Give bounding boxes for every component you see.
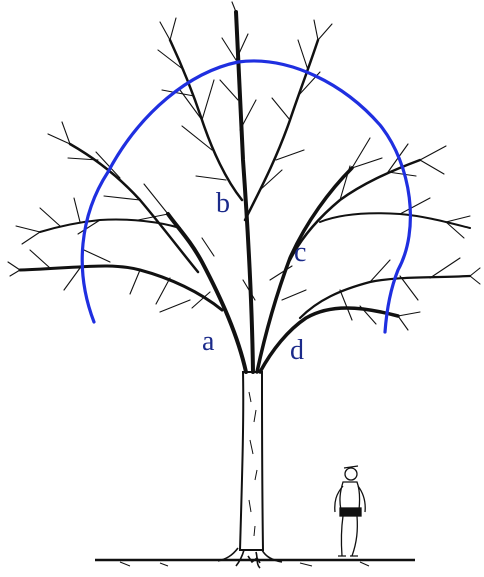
- label-c: c: [294, 237, 306, 268]
- main-branches: [18, 10, 472, 374]
- person-scale-figure: [334, 465, 366, 557]
- tree-trunk: [238, 371, 265, 551]
- twigs: [7, 1, 481, 331]
- ground-texture: [119, 561, 370, 567]
- label-a: a: [202, 326, 215, 357]
- crown-outline-arc: [80, 59, 413, 334]
- label-d: d: [290, 335, 304, 366]
- label-b: b: [216, 188, 230, 219]
- tree-roots: [217, 547, 283, 569]
